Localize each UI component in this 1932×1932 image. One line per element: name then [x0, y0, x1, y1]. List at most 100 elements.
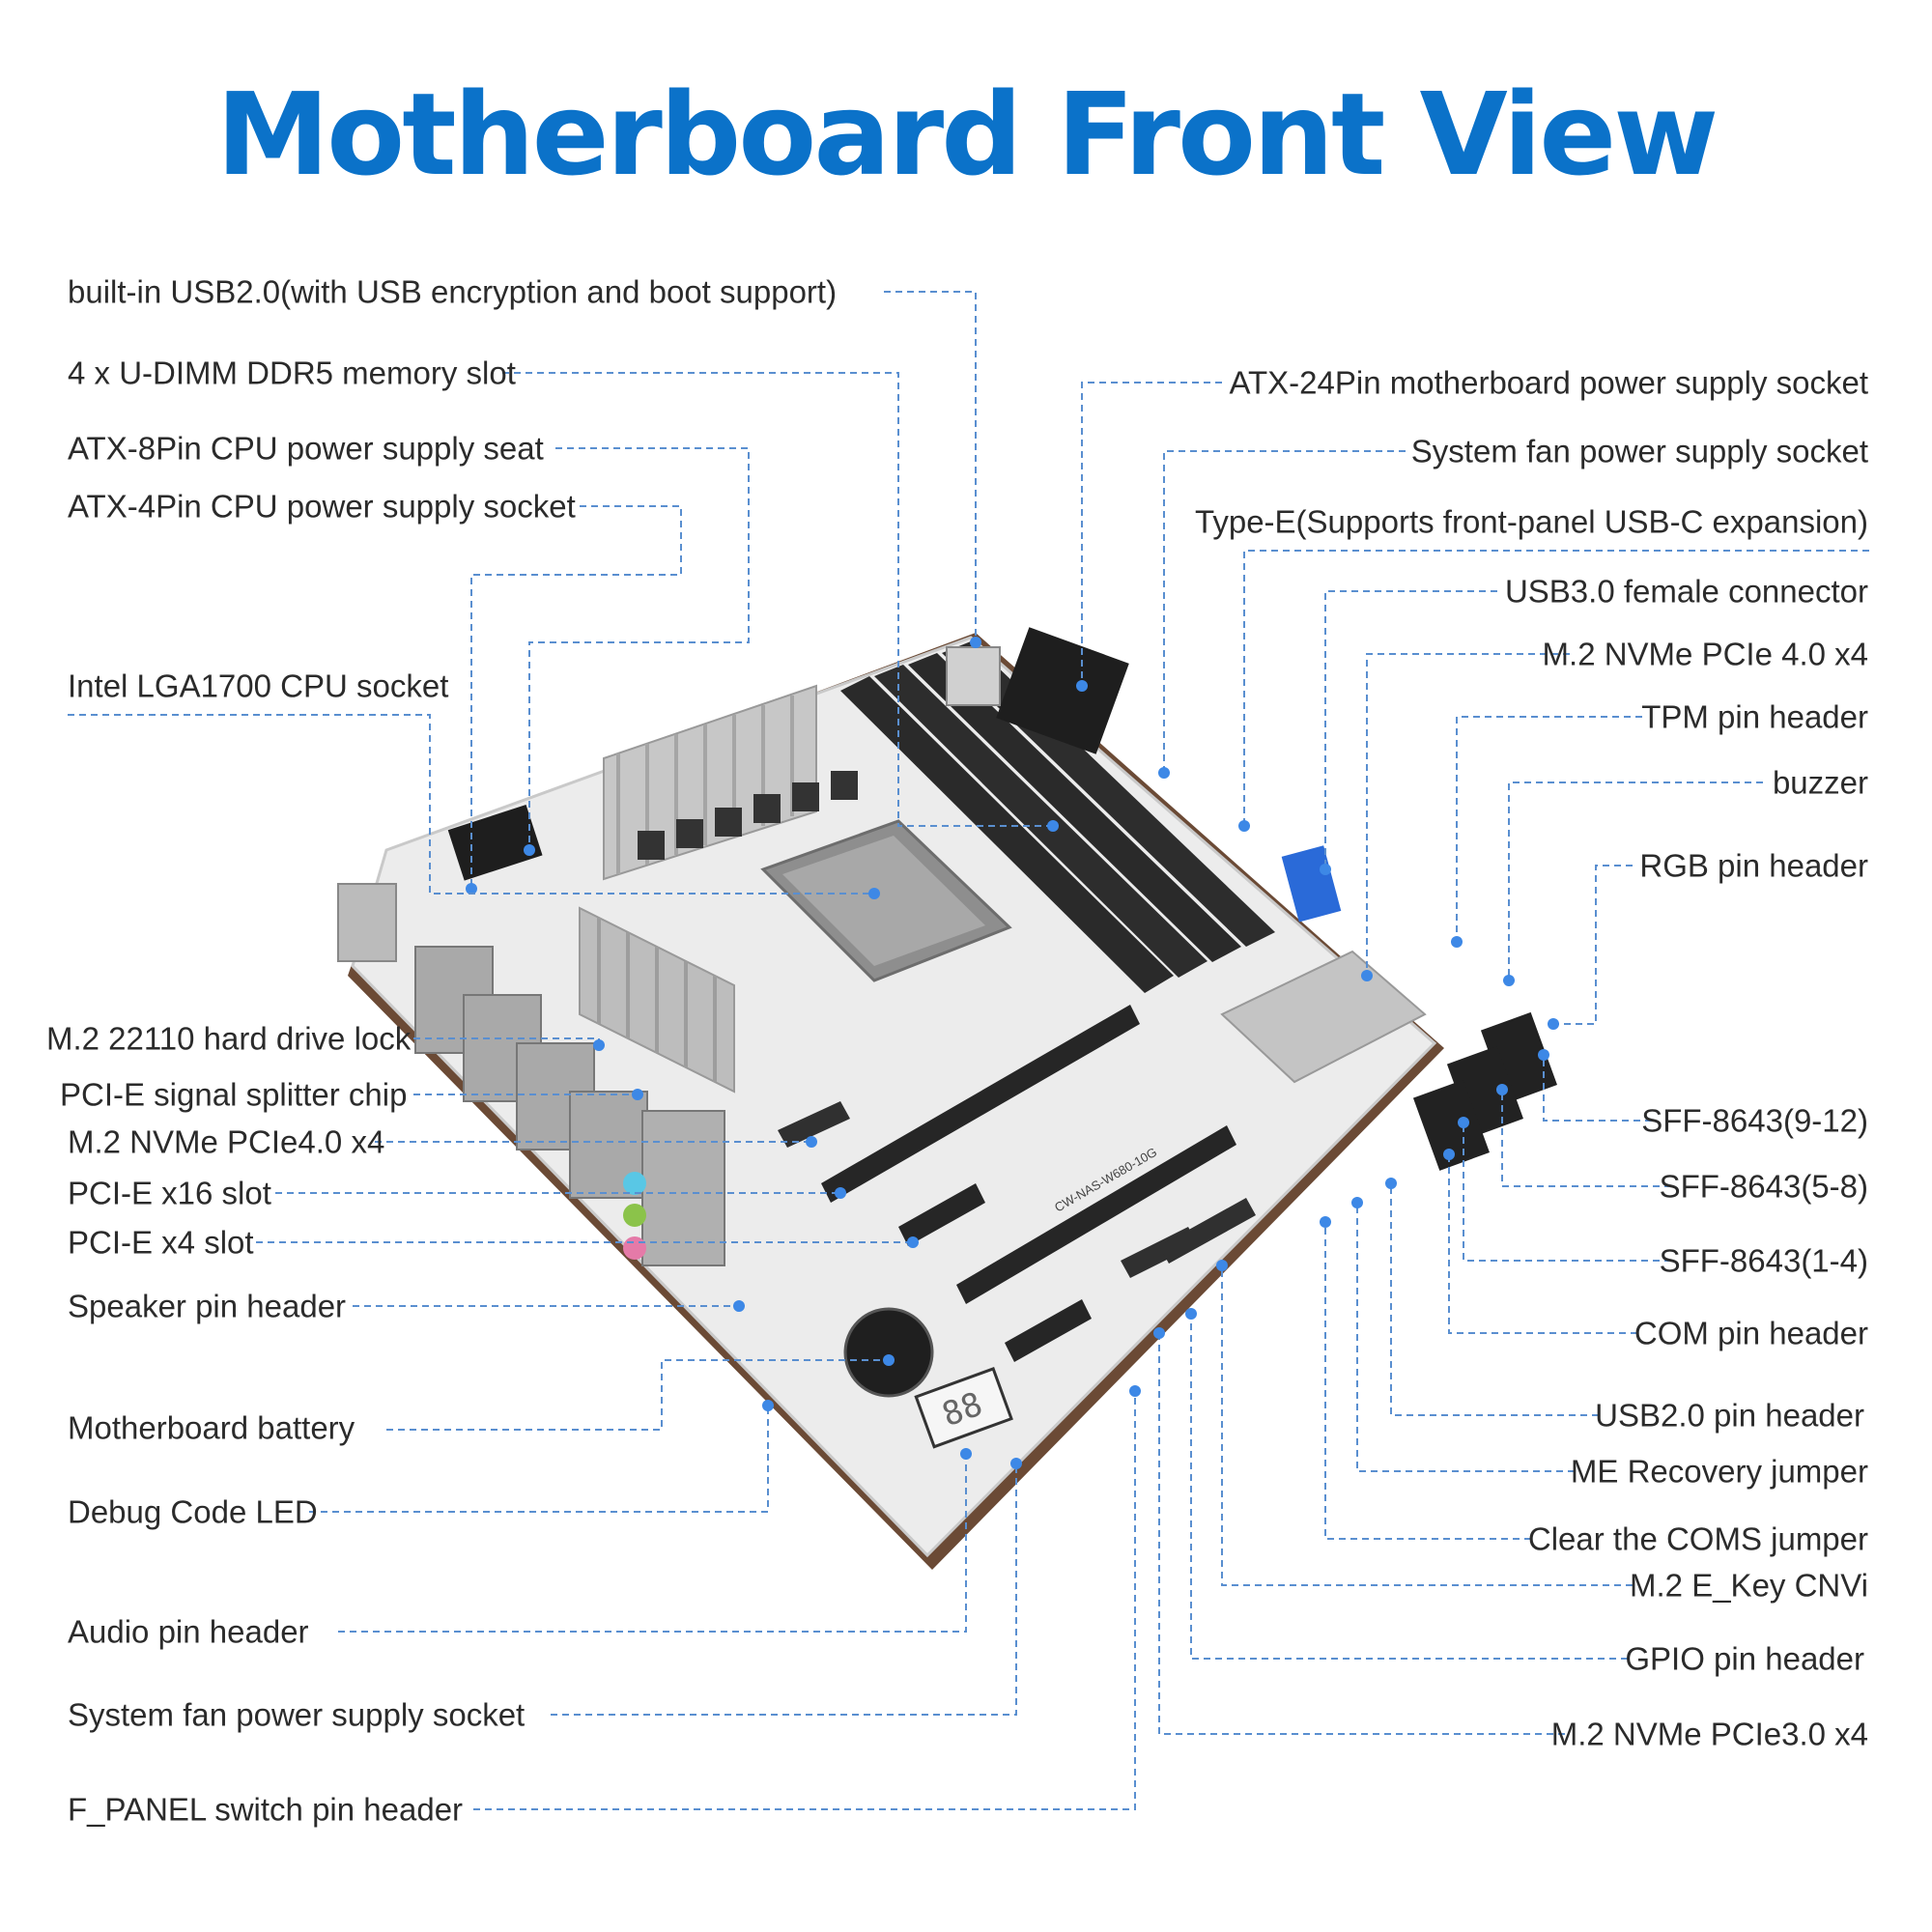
leader-rgb-dot: [1548, 1018, 1559, 1030]
cmos-battery: [843, 1307, 934, 1398]
leader-usb2-header: [1390, 1183, 1599, 1416]
leader-type-e-dot: [1238, 820, 1250, 832]
leader-com-dot: [1443, 1149, 1455, 1160]
leader-atx4-dot: [466, 883, 477, 895]
leader-speaker-dot: [733, 1300, 745, 1312]
leader-buzzer-dot: [1503, 975, 1515, 986]
leader-atx8: [528, 447, 750, 850]
label-me-recovery: ME Recovery jumper: [1570, 1453, 1868, 1490]
motherboard: CW-NAS-W680-10G 88: [337, 627, 1557, 1570]
leader-audio-dot: [960, 1448, 972, 1460]
leader-usb2-internal-dot: [970, 637, 981, 648]
leader-battery: [386, 1359, 889, 1431]
leader-sff-5-8-dot: [1496, 1084, 1508, 1095]
label-usb2-internal: built-in USB2.0(with USB encryption and …: [68, 273, 838, 310]
atx24-connector: [996, 627, 1129, 754]
leader-gpio: [1190, 1314, 1628, 1660]
label-m2-pcie4-right: M.2 NVMe PCIe 4.0 x4: [1542, 636, 1868, 672]
leader-m2-left-dot: [806, 1136, 817, 1148]
leader-sff-9-12-dot: [1538, 1049, 1549, 1061]
leader-m2-right-dot: [1361, 970, 1373, 981]
rear-io: [337, 883, 725, 1266]
label-cpu-socket: Intel LGA1700 CPU socket: [68, 668, 449, 704]
leader-usb2-header-dot: [1385, 1178, 1397, 1189]
label-speaker-header: Speaker pin header: [68, 1288, 347, 1324]
cpu-socket: [760, 819, 1012, 982]
label-atx8-cpu: ATX-8Pin CPU power supply seat: [68, 430, 544, 467]
leader-fpanel: [473, 1391, 1136, 1810]
leader-m2-ekey-dot: [1216, 1260, 1228, 1271]
label-atx24: ATX-24Pin motherboard power supply socke…: [1229, 364, 1868, 401]
leader-gpio-dot: [1185, 1308, 1197, 1320]
leader-debug: [309, 1406, 769, 1513]
label-pcie-x16: PCI-E x16 slot: [68, 1175, 271, 1211]
leader-ddr5: [502, 372, 1053, 827]
label-atx4-cpu: ATX-4Pin CPU power supply socket: [68, 488, 576, 525]
leader-me-recovery-dot: [1351, 1197, 1363, 1208]
leader-sysfan-right-dot: [1158, 767, 1170, 779]
leader-com: [1448, 1154, 1637, 1334]
sff-8643-connectors: [1412, 1011, 1557, 1171]
label-sys-fan-right: System fan power supply socket: [1410, 433, 1868, 469]
leader-usb3: [1324, 590, 1497, 869]
leader-sysfan-left-dot: [1010, 1458, 1022, 1469]
leader-me-recovery: [1356, 1203, 1575, 1472]
vrm-chokes: [638, 771, 858, 860]
leader-sff-1-4-dot: [1458, 1117, 1469, 1128]
leader-cpu-socket-dot: [868, 888, 880, 899]
label-sff-5-8: SFF-8643(5-8): [1659, 1168, 1868, 1205]
leader-splitter-dot: [632, 1089, 643, 1100]
leader-clear-cmos-dot: [1320, 1216, 1331, 1228]
leader-debug-dot: [762, 1400, 774, 1411]
leader-m2-right: [1366, 653, 1570, 976]
chipset-heatsink: [1220, 950, 1427, 1084]
debug-led: [914, 1366, 1013, 1449]
label-usb2-header: USB2.0 pin header: [1595, 1397, 1864, 1434]
leader-m2-lock-dot: [593, 1039, 605, 1051]
leader-atx24: [1081, 382, 1222, 686]
leader-sysfan-right: [1163, 450, 1406, 773]
leader-pcie-x4-dot: [907, 1236, 919, 1248]
leader-m2-ekey: [1221, 1265, 1633, 1586]
label-buzzer: buzzer: [1772, 764, 1868, 801]
label-rgb: RGB pin header: [1639, 847, 1868, 884]
label-sys-fan-left: System fan power supply socket: [68, 1696, 526, 1733]
label-pcie-x4: PCI-E x4 slot: [68, 1224, 254, 1261]
leader-m2-pcie3: [1158, 1333, 1565, 1735]
leader-lines: [68, 291, 1869, 1810]
label-type-e: Type-E(Supports front-panel USB-C expans…: [1195, 503, 1868, 540]
leader-pcie-x16-dot: [835, 1187, 846, 1199]
label-m2-pcie4-left: M.2 NVMe PCIe4.0 x4: [68, 1123, 385, 1160]
leader-sff-5-8: [1501, 1090, 1671, 1187]
usb3-header: [1281, 845, 1342, 923]
page-title: Motherboard Front View: [215, 68, 1719, 201]
label-com-header: COM pin header: [1634, 1315, 1868, 1351]
m2-slots: [778, 1101, 1256, 1278]
label-fpanel: F_PANEL switch pin header: [68, 1791, 464, 1828]
leader-sff-9-12: [1543, 1055, 1652, 1122]
leader-audio: [338, 1454, 967, 1633]
usb2-internal-port: [946, 646, 1001, 706]
label-m2-ekey: M.2 E_Key CNVi: [1630, 1567, 1868, 1604]
label-battery: Motherboard battery: [68, 1409, 355, 1446]
label-sff-1-4: SFF-8643(1-4): [1659, 1242, 1868, 1279]
label-clear-cmos: Clear the COMS jumper: [1527, 1520, 1868, 1557]
leader-battery-dot: [883, 1354, 895, 1366]
leader-tpm: [1456, 716, 1642, 942]
leader-usb2-internal: [884, 291, 977, 642]
leader-ddr5-dot: [1047, 820, 1059, 832]
label-pcie-splitter: PCI-E signal splitter chip: [60, 1076, 408, 1113]
label-m2-pcie3: M.2 NVMe PCIe3.0 x4: [1550, 1716, 1868, 1752]
pcie-slots: [821, 1005, 1236, 1362]
leader-atx24-dot: [1076, 680, 1088, 692]
label-gpio: GPIO pin header: [1625, 1640, 1864, 1677]
leader-sysfan-left: [551, 1463, 1017, 1716]
leader-fpanel-dot: [1129, 1385, 1141, 1397]
leader-usb3-dot: [1320, 864, 1331, 875]
leader-sff-1-4: [1463, 1122, 1671, 1262]
label-usb3-header: USB3.0 female connector: [1504, 573, 1868, 610]
leader-tpm-dot: [1451, 936, 1463, 948]
leader-rgb: [1553, 865, 1633, 1025]
leader-buzzer: [1508, 781, 1763, 980]
